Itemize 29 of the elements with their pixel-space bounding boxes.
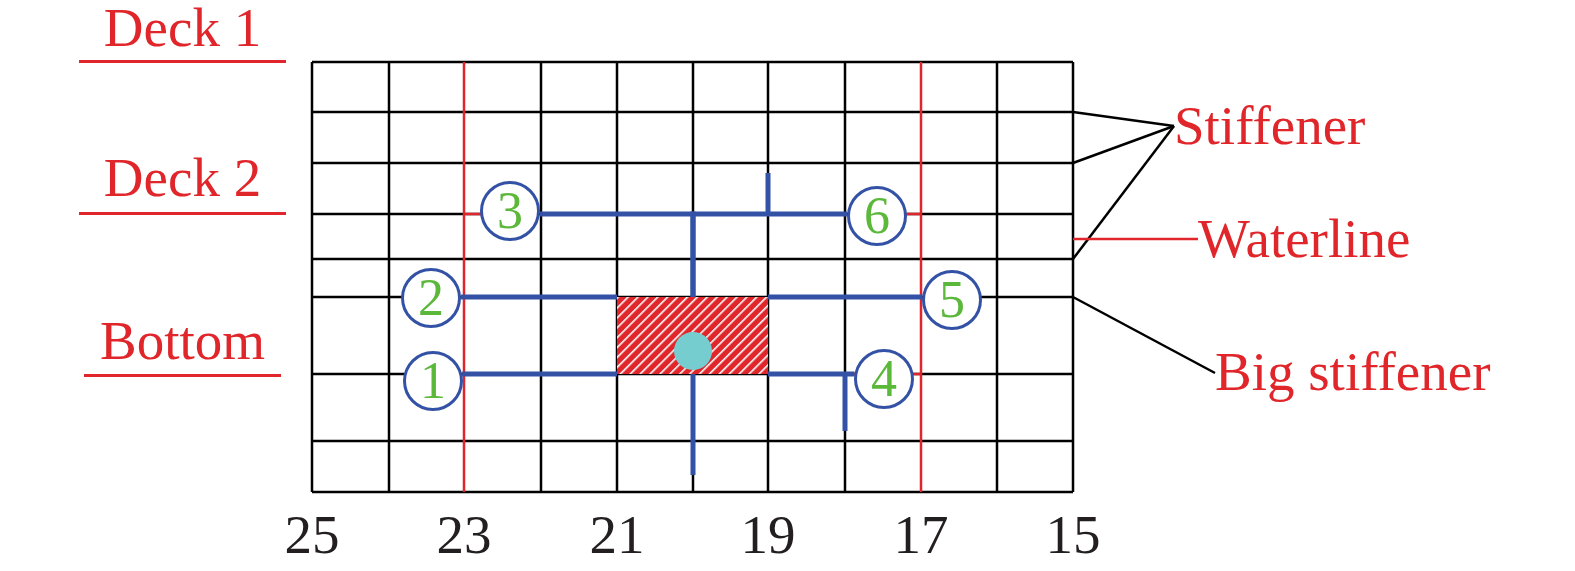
pipe-line [461,294,617,300]
callout-label: Waterline [1198,211,1411,266]
hatched-area [617,297,768,374]
leader-line [1072,295,1216,375]
axis-tick-label: 25 [284,507,340,562]
axis-tick-label: 15 [1045,507,1101,562]
leader-line [1072,110,1175,128]
axis-tick-label: 21 [589,507,645,562]
level-label: Deck 1 [79,0,286,64]
pipe-line [462,371,617,377]
callout-label: Stiffener [1174,98,1366,153]
leader-line [1072,124,1175,165]
callout-circle: 1 [403,351,463,411]
leader-line [1073,237,1198,241]
axis-tick-label: 19 [740,507,796,562]
pipe-line [768,294,923,300]
callout-circle: 2 [401,268,461,328]
axis-tick-label: 23 [436,507,492,562]
axis-tick-label: 17 [893,507,949,562]
pipe-line [690,374,696,475]
callout-circle: 6 [847,186,907,246]
level-label: Bottom [84,312,281,377]
pipe-line [690,211,848,297]
level-label: Deck 2 [79,149,286,215]
callout-circle: 4 [854,349,914,409]
callout-circle: 5 [922,270,982,330]
leader-line [1072,125,1175,260]
callout-circle: 3 [480,181,540,241]
pipe-line [768,371,855,377]
